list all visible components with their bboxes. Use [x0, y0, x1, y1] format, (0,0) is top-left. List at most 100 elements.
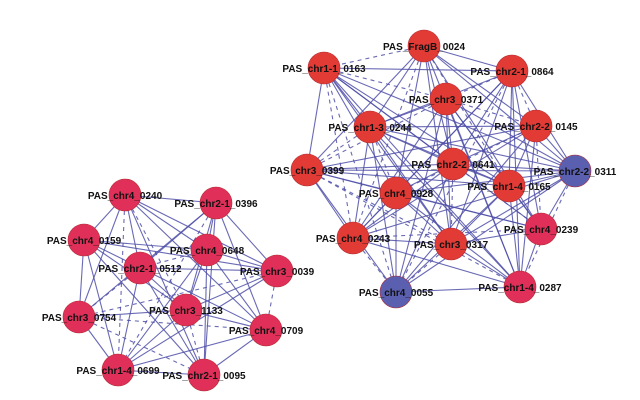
- node-circle[interactable]: [407, 29, 441, 63]
- node-label: PAS_chr4_0240: [88, 191, 163, 202]
- node-label: PAS_chr3_0371: [409, 95, 484, 106]
- node[interactable]: PAS_chr3_0371: [409, 82, 484, 116]
- edge: [423, 45, 576, 172]
- node[interactable]: PAS_chr2-1_0512: [98, 251, 182, 285]
- edge: [117, 249, 208, 371]
- node-label: PAS_chr1-1_0163: [282, 64, 366, 75]
- node[interactable]: PAS_chr4_0240: [88, 178, 163, 212]
- node[interactable]: PAS_chr4_0648: [170, 233, 245, 267]
- node-circle[interactable]: [62, 300, 96, 334]
- node[interactable]: PAS_chr1-3_0244: [328, 110, 412, 144]
- edge: [83, 239, 267, 331]
- edge: [124, 194, 278, 272]
- node[interactable]: PAS_FragB_0024: [383, 29, 466, 63]
- node[interactable]: PAS_chr2-1_0095: [162, 358, 246, 392]
- node-label: PAS_chr4_0159: [47, 236, 122, 247]
- node-circle[interactable]: [108, 178, 142, 212]
- node-circle[interactable]: [199, 186, 233, 220]
- edge: [395, 192, 542, 230]
- node[interactable]: PAS_chr3_0317: [414, 227, 489, 261]
- edge: [323, 67, 513, 72]
- node[interactable]: PAS_chr3_0399: [270, 153, 345, 187]
- edge: [323, 67, 397, 293]
- edge: [452, 163, 542, 230]
- node-circle[interactable]: [260, 254, 294, 288]
- node-label: PAS_chr2-1_0396: [174, 199, 258, 210]
- node[interactable]: PAS_chr3_0754: [42, 300, 117, 334]
- edge: [78, 270, 278, 318]
- node-circle[interactable]: [336, 221, 370, 255]
- node-circle[interactable]: [558, 154, 592, 188]
- node[interactable]: PAS_chr3_0039: [240, 254, 315, 288]
- edge: [83, 239, 119, 371]
- node-circle[interactable]: [436, 147, 470, 181]
- node-circle[interactable]: [495, 54, 529, 88]
- node-label: PAS_chr4_0239: [504, 225, 579, 236]
- node[interactable]: PAS_chr2-1_0396: [174, 186, 258, 220]
- node[interactable]: PAS_chr1-4_0165: [467, 169, 551, 203]
- node-circle[interactable]: [169, 293, 203, 327]
- node-circle[interactable]: [101, 353, 135, 387]
- edge: [369, 125, 537, 128]
- node[interactable]: PAS_chr3_1133: [149, 293, 223, 327]
- edge: [306, 169, 452, 245]
- edge: [352, 98, 447, 239]
- node-circle[interactable]: [307, 51, 341, 85]
- edge: [117, 329, 267, 371]
- node-circle[interactable]: [123, 251, 157, 285]
- node-circle[interactable]: [379, 176, 413, 210]
- node[interactable]: PAS_chr2-2_0145: [494, 109, 578, 143]
- node-circle[interactable]: [519, 109, 553, 143]
- node-circle[interactable]: [290, 153, 324, 187]
- node-circle[interactable]: [67, 223, 101, 257]
- node-circle[interactable]: [429, 82, 463, 116]
- edge: [395, 163, 454, 293]
- edge: [395, 286, 521, 293]
- edge: [445, 98, 576, 172]
- node-circle[interactable]: [249, 313, 283, 347]
- node-label: PAS_chr3_1133: [149, 306, 223, 317]
- edge: [124, 194, 267, 331]
- node-circle[interactable]: [190, 233, 224, 267]
- node[interactable]: PAS_chr4_0928: [359, 176, 434, 210]
- node-circle[interactable]: [524, 212, 558, 246]
- node[interactable]: PAS_chr4_0055: [359, 275, 434, 309]
- edge: [519, 125, 537, 288]
- edge: [306, 67, 325, 171]
- node[interactable]: PAS_chr4_0709: [229, 313, 304, 347]
- node[interactable]: PAS_chr1-4_0699: [76, 353, 160, 387]
- node[interactable]: PAS_chr2-2_0641: [411, 147, 495, 181]
- node-label: PAS_chr4_0648: [170, 246, 245, 257]
- edge: [369, 126, 576, 172]
- node-label: PAS_FragB_0024: [383, 42, 466, 53]
- node-label: PAS_chr4_0243: [316, 234, 391, 245]
- edge: [452, 70, 513, 165]
- edge: [511, 70, 542, 230]
- edge: [206, 249, 267, 331]
- edge: [139, 267, 205, 376]
- node-label: PAS_chr1-4_0165: [467, 182, 551, 193]
- node-circle[interactable]: [492, 169, 526, 203]
- node[interactable]: PAS_chr2-1_0864: [470, 54, 554, 88]
- node[interactable]: PAS_chr4_0243: [316, 221, 391, 255]
- edge: [450, 170, 576, 245]
- node[interactable]: PAS_chr4_0159: [47, 223, 122, 257]
- node-circle[interactable]: [434, 227, 468, 261]
- node-label: PAS_chr4_0928: [359, 189, 434, 200]
- node-circle[interactable]: [187, 358, 221, 392]
- edge: [117, 202, 217, 371]
- edge: [352, 237, 521, 288]
- node-circle[interactable]: [503, 270, 537, 304]
- edge: [203, 249, 208, 376]
- edge: [78, 309, 187, 318]
- node-circle[interactable]: [379, 275, 413, 309]
- node[interactable]: PAS_chr1-1_0163: [282, 51, 366, 85]
- node-label: PAS_chr2-1_0095: [162, 371, 246, 382]
- node[interactable]: PAS_chr2-2_0311: [534, 154, 617, 188]
- node[interactable]: PAS_chr1-4_0287: [478, 270, 562, 304]
- edge: [78, 316, 205, 376]
- edge: [395, 125, 537, 293]
- node-circle[interactable]: [353, 110, 387, 144]
- node[interactable]: PAS_chr4_0239: [504, 212, 579, 246]
